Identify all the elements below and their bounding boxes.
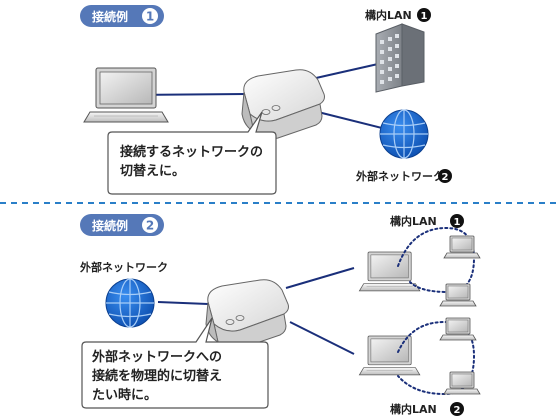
example1-speech-bubble (107, 111, 277, 195)
lan2-dotted-ring (397, 320, 476, 396)
example2-bubble-line-2: 接続を物理的に切替え (92, 369, 223, 384)
example2-lan1-number: 1 (454, 217, 461, 228)
example2-laptop-icon-lan1 (358, 251, 421, 292)
example1-bubble-line-2: 切替えに。 (120, 164, 186, 179)
lan2-pc-icon-bottom (443, 371, 481, 395)
example2-badge-label: 接続例 (92, 218, 128, 233)
example1-laptop-icon (83, 67, 169, 123)
example2-switch-icon (205, 279, 289, 350)
example2-ext-label: 外部ネットワーク (79, 260, 168, 274)
example1-bubble-text: 接続するネットワークの 切替えに。 (120, 143, 263, 181)
example2-bubble-line-3: たい時に。 (92, 388, 158, 403)
example1-ext-label: 外部ネットワーク 2 (355, 169, 452, 183)
example2-lan2-label: 構内LAN 2 (390, 402, 464, 416)
example2-lan1-text: 構内LAN (390, 214, 437, 228)
lan1-pc-icon-top (443, 235, 481, 259)
example2-globe-icon (105, 278, 155, 328)
example1-globe-icon (379, 109, 429, 159)
example1-lan-text: 構内LAN (365, 8, 412, 22)
example2-lan2-text: 構内LAN (390, 402, 437, 416)
example1-lan-number: 1 (421, 11, 428, 22)
example2-cables (157, 267, 355, 355)
example2-badge-number: 2 (146, 219, 154, 233)
example2-badge: 接続例 2 (80, 214, 164, 236)
example2-bubble-text: 外部ネットワークへの 接続を物理的に切替え たい時に。 (92, 348, 222, 405)
lan1-pc-icon-bottom (439, 283, 477, 307)
example1-badge: 接続例 1 (80, 5, 164, 27)
example1-ext-number: 2 (442, 172, 449, 183)
example1-badge-label: 接続例 (92, 9, 128, 24)
example1-ext-text: 外部ネットワーク (355, 169, 444, 183)
example2-bubble-line-1: 外部ネットワークへの (92, 350, 223, 365)
building-icon (375, 23, 425, 93)
example1-badge-number: 1 (146, 10, 154, 24)
example2-lan1-label: 構内LAN 1 (390, 214, 464, 228)
example2-lan2-number: 2 (454, 405, 461, 416)
example2-laptop-icon-lan2 (358, 335, 421, 376)
example1-bubble-line-1: 接続するネットワークの (120, 145, 264, 160)
example2-speech-bubble (81, 317, 269, 409)
example1-lan-label: 構内LAN 1 (365, 8, 431, 22)
